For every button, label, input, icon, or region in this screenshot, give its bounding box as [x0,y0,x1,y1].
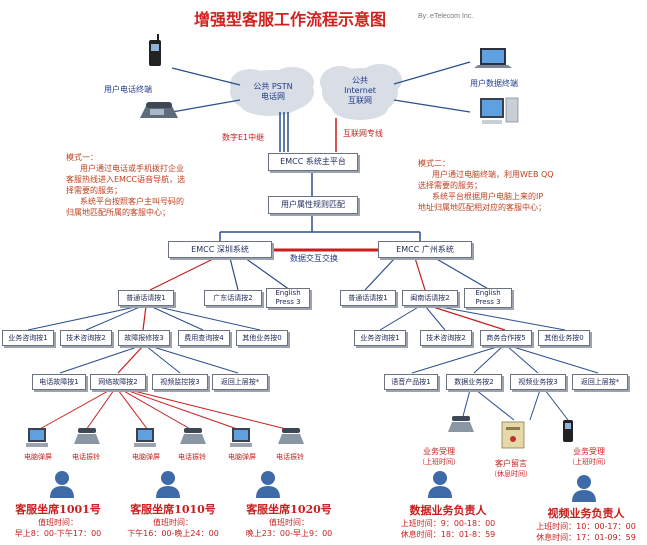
seat2-phone-label: 电话振铃 [178,453,206,461]
pstn-cloud-label: 公共 PSTN 电话网 [253,82,293,101]
gz-service-item[interactable]: 业务咨询按1 [354,330,406,346]
phone-to-pstn-line [171,67,241,86]
data-owner-person-icon [428,471,452,498]
desk-to-pstn-line [171,99,241,113]
sz-service-item[interactable]: 业务咨询按1 [2,330,54,346]
seat2-person-icon [156,471,180,498]
guangzhou-system-box: EMCC 广州系统 [378,241,472,258]
gz-service-item[interactable]: 技术咨询按2 [420,330,472,346]
sz-fault-item[interactable]: 网络故障按2 [90,374,146,390]
mobile-phone-icon [149,34,161,66]
sz-service-item[interactable]: 其他业务按0 [236,330,288,346]
gz-mandarin-option[interactable]: 普通话请按1 [340,290,396,306]
desk-phone-icon [140,102,178,118]
gz-english-option[interactable]: English Press 3 [464,288,512,308]
gz-service-item[interactable]: 其他业务按0 [538,330,590,346]
internet-cloud-label: 公共 Internet 互联网 [344,76,376,105]
sz-service-item[interactable]: 费用查询按4 [178,330,230,346]
video-business-owner: 视频业务负责人 上班时间：10：00-17：00 休息时间：17：01-09：5… [536,507,636,542]
page-title: 增强型客服工作流程示意图 [193,10,386,29]
gz-mobile-phone-icon [563,420,573,442]
gz-coop-item[interactable]: 视频业务按3 [510,374,566,390]
internet-cloud [320,64,402,120]
seat-1001: 客服坐席1001号 值班时间： 早上8：00-下午17：00 [14,503,102,538]
gz-coop-item[interactable]: 语音产品按1 [384,374,438,390]
seat1-pc-label: 电脑弹屏 [24,453,52,461]
seat3-phone-icon [278,428,304,444]
gz-accept1-label: 业务受理 （上班时间） [418,447,460,466]
mode1-text: 模式一： 用户通过电话或手机拨打企业 客服热线进入EMCC语音导航，选 择需要的… [66,153,186,217]
seat1-pc-icon [26,428,48,447]
gz-minnan-option[interactable]: 闽南话请按2 [402,290,458,306]
data-terminal-label: 用户数据终端 [470,79,518,88]
laptop-icon [474,48,512,68]
seat3-pc-label: 电脑弹屏 [228,453,256,461]
seat2-pc-icon [134,428,156,447]
shenzhen-system-box: EMCC 深圳系统 [168,241,272,258]
sz-service-item[interactable]: 故障报修按3 [118,330,170,346]
seat-1010: 客服坐席1010号 值班时间： 下午16：00-晚上24：00 [127,503,219,538]
sz-service-item[interactable]: 技术咨询按2 [60,330,112,346]
data-business-owner: 数据业务负责人 上班时间：9：00-18：00 休息时间：18：01-8：59 [400,504,496,539]
seat2-phone-icon [180,428,206,444]
seat1-person-icon [50,471,74,498]
gz-coop-item[interactable]: 返回上层按* [572,374,628,390]
phone-terminal-label: 用户电话终端 [104,85,152,94]
seat1-phone-icon [74,428,100,444]
desktop-pc-icon [480,97,519,124]
internet-line-label: 互联网专线 [343,129,383,138]
video-owner-person-icon [572,475,596,502]
exchange-label: 数据交互交换 [290,254,338,263]
main-platform-box: EMCC 系统主平台 [268,153,358,171]
e1-trunk-label: 数字E1中继 [222,133,265,142]
e1-trunk [279,112,289,152]
gz-service-item[interactable]: 商务合作按5 [480,330,532,346]
seat3-phone-label: 电话振铃 [276,453,304,461]
seat1-phone-label: 电话振铃 [72,453,100,461]
sz-fault-item[interactable]: 返回上层按* [212,374,268,390]
laptop-to-internet-line [393,61,471,85]
gz-message-label: 客户留言 （休息时间） [490,459,532,478]
pc-to-internet-line [393,99,471,113]
sz-cantonese-option[interactable]: 广东话请按2 [204,290,262,306]
gz-accept2-label: 业务受理 （上班时间） [568,447,610,466]
seat3-person-icon [256,471,280,498]
seat-1020: 客服坐席1020号 值班时间： 晚上23：00-早上9：00 [245,503,333,538]
pstn-cloud [230,67,314,116]
mode2-text: 模式二： 用户通过电脑终端，利用WEB QQ 选择需要的服务； 系统平台根据用户… [418,159,554,212]
sz-fault-item[interactable]: 视频监控按3 [152,374,208,390]
seat3-pc-icon [230,428,252,447]
gz-coop-item[interactable]: 数据业务按2 [446,374,502,390]
sz-mandarin-option[interactable]: 普通话请按1 [118,290,174,306]
byline: By: eTelecom Inc. [418,13,474,20]
voicemail-server-icon [501,421,525,449]
gz-desk-phone-icon [448,416,474,432]
sz-english-option[interactable]: English Press 3 [266,288,310,308]
sz-fault-item[interactable]: 电话故障按1 [32,374,86,390]
matching-box: 用户属性规则匹配 [268,196,358,214]
seat2-pc-label: 电脑弹屏 [132,453,160,461]
